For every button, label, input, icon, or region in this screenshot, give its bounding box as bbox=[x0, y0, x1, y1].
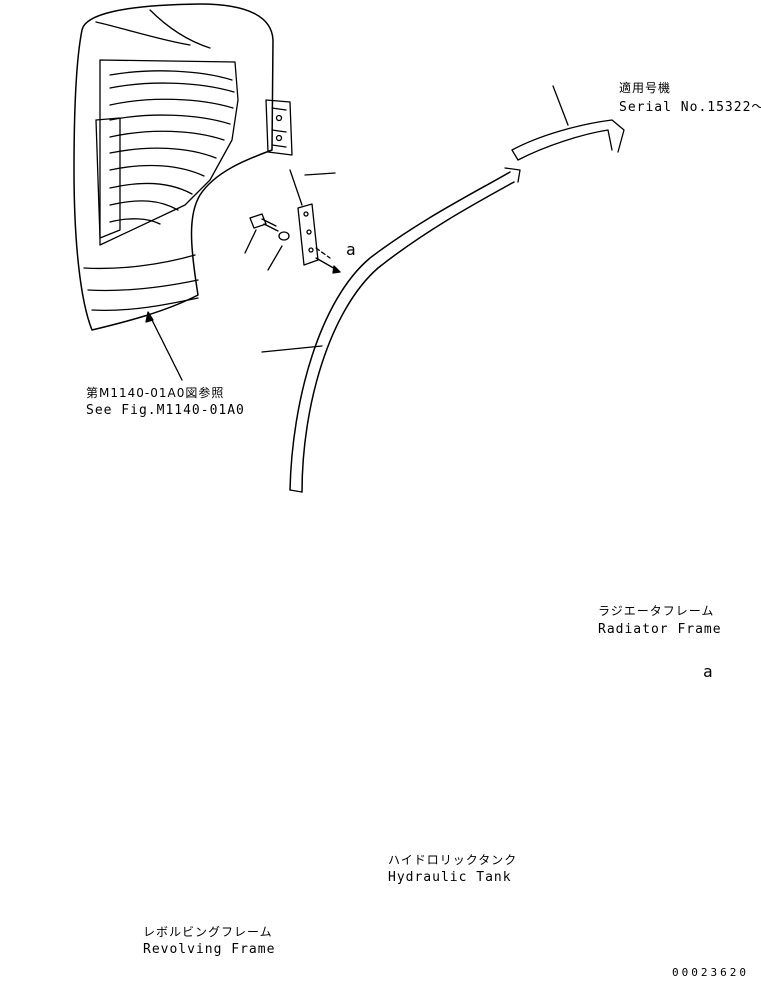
latch-bracket bbox=[289, 169, 341, 274]
side-cover bbox=[73, 3, 293, 331]
serial-label-jp: 適用号機 bbox=[619, 81, 672, 95]
arrow-icon bbox=[145, 311, 154, 323]
marker-a-upper: a bbox=[346, 240, 357, 259]
reference-label-en: See Fig.M1140-01A0 bbox=[86, 403, 245, 418]
bolt-icon bbox=[244, 213, 290, 271]
trim-strip bbox=[261, 167, 521, 493]
radiator-label-en: Radiator Frame bbox=[598, 622, 722, 637]
washer-icon bbox=[278, 231, 290, 241]
tank-label-jp: ハイドロリックタンク bbox=[388, 853, 518, 867]
handle-bar bbox=[511, 85, 625, 161]
revolving-label-en: Revolving Frame bbox=[143, 942, 276, 957]
revolving-label-jp: レボルビングフレーム bbox=[143, 925, 273, 939]
drawing-number: 00023620 bbox=[672, 966, 749, 979]
marker-a-lower: a bbox=[703, 662, 714, 681]
reference-label-jp: 第M1140-01A0図参照 bbox=[86, 386, 225, 400]
tank-label-en: Hydraulic Tank bbox=[388, 870, 512, 885]
radiator-label-jp: ラジエータフレーム bbox=[598, 604, 715, 618]
serial-label-en: Serial No.15322～ bbox=[619, 100, 761, 115]
ref-arrow-line bbox=[150, 317, 183, 381]
